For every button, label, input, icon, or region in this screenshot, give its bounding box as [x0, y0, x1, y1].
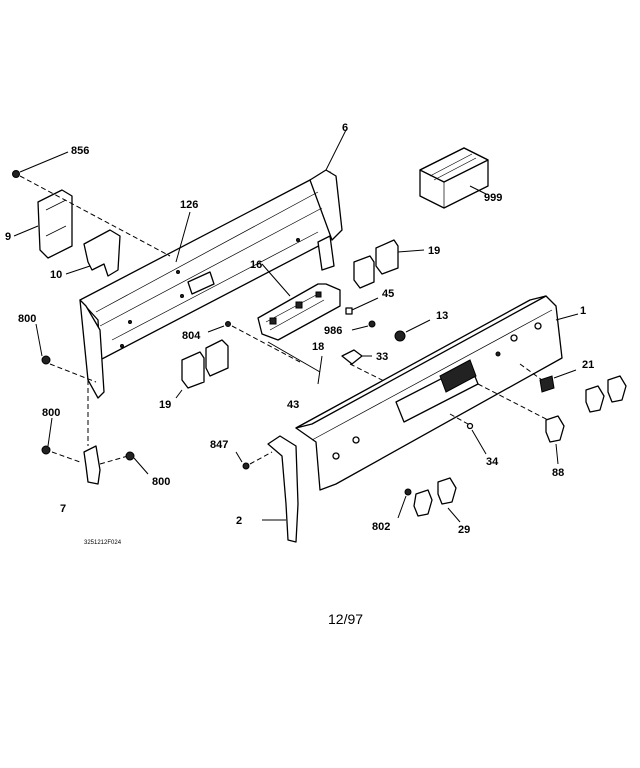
- callout-800-right: 800: [152, 476, 170, 488]
- screw-802: [397, 488, 412, 519]
- callout-7: 7: [60, 503, 66, 515]
- callout-19-upper: 19: [428, 245, 440, 257]
- switch-pair-19-upper: [353, 239, 425, 289]
- callout-33: 33: [376, 351, 388, 363]
- part-33: [341, 349, 391, 385]
- leader-9: [13, 225, 39, 237]
- callout-802: 802: [372, 521, 390, 533]
- callout-10: 10: [50, 269, 62, 281]
- screw-847: [235, 451, 273, 470]
- leader-126: [175, 211, 191, 263]
- callout-88: 88: [552, 467, 564, 479]
- control-board-16: [257, 263, 341, 341]
- callout-1: 1: [580, 305, 586, 317]
- part-13: [394, 319, 431, 342]
- knobs-upper-right: [585, 375, 627, 413]
- drawing-id: 3251212F024: [84, 540, 122, 546]
- part-986: [351, 320, 376, 331]
- screw-800-lower-right: [125, 451, 149, 475]
- callout-19-lower: 19: [159, 399, 171, 411]
- callout-34: 34: [486, 456, 499, 468]
- leader-43: [317, 355, 323, 385]
- screw-800-left: [35, 323, 97, 383]
- control-panel-1: [295, 295, 579, 491]
- leader-10: [65, 265, 91, 275]
- callout-16: 16: [250, 259, 262, 271]
- bracket-2: [262, 435, 299, 543]
- date-code: 12/97: [328, 611, 363, 627]
- callout-999: 999: [484, 192, 502, 204]
- part-45: [345, 297, 379, 315]
- callout-2: 2: [236, 515, 242, 527]
- callout-6: 6: [342, 122, 348, 134]
- bracket-7: [51, 380, 129, 485]
- callout-847: 847: [210, 439, 228, 451]
- callout-986: 986: [324, 325, 342, 337]
- callout-800-lower: 800: [42, 407, 60, 419]
- knob-88: [545, 415, 565, 465]
- part-34: [449, 413, 487, 455]
- leader-88-dash: [477, 383, 549, 421]
- knobs-29: [413, 477, 461, 523]
- callout-856: 856: [71, 145, 89, 157]
- knob-21: [539, 369, 577, 393]
- callout-13: 13: [436, 310, 448, 322]
- callout-29: 29: [458, 524, 470, 536]
- bracket-9: [37, 189, 73, 259]
- screw-800-lower-left: [41, 417, 53, 455]
- callout-9: 9: [5, 231, 11, 243]
- callout-43: 43: [287, 399, 299, 411]
- screw-856: [12, 151, 171, 257]
- callout-804: 804: [182, 330, 201, 342]
- bracket-10: [83, 229, 121, 277]
- leader-18: [267, 341, 321, 373]
- callout-126: 126: [180, 199, 198, 211]
- switch-pair-19-lower: [175, 339, 229, 399]
- callout-45: 45: [382, 288, 394, 300]
- screw-804: [207, 321, 301, 363]
- callout-800-left: 800: [18, 313, 36, 325]
- leader-21-dash: [519, 363, 543, 381]
- callout-18: 18: [312, 341, 324, 353]
- back-panel: [79, 169, 343, 399]
- carton-999: [419, 147, 489, 209]
- callout-21: 21: [582, 359, 594, 371]
- leader-6: [325, 129, 347, 171]
